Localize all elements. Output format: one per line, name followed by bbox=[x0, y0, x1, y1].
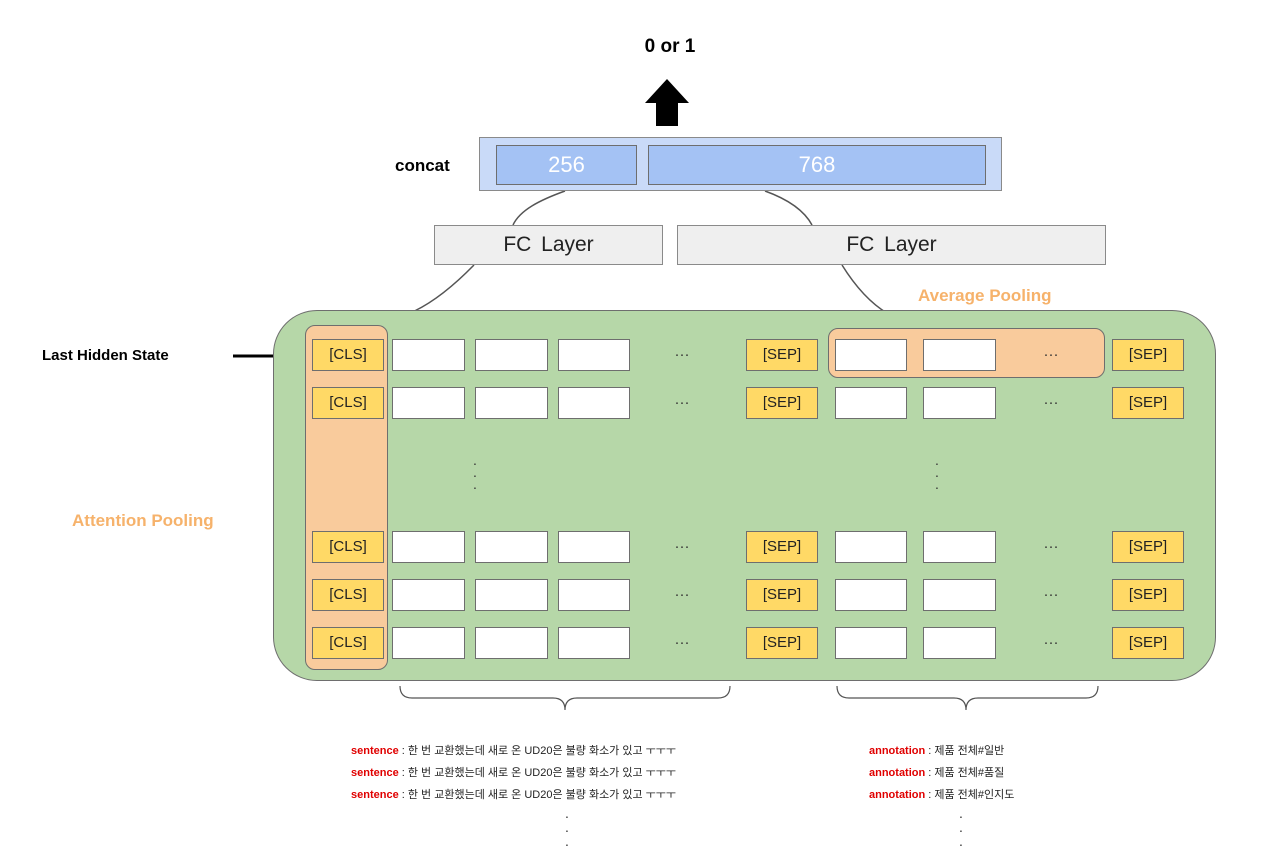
token-embedding bbox=[475, 531, 548, 563]
caption-text: : 한 번 교환했는데 새로 온 UD20은 불량 화소가 있고 ㅜㅜㅜ bbox=[398, 767, 677, 779]
output-arrow bbox=[645, 79, 689, 126]
caption-key: sentence bbox=[351, 789, 399, 801]
token-cls: [CLS] bbox=[312, 387, 384, 419]
token-ellipsis: ··· bbox=[1043, 538, 1059, 555]
token-embedding bbox=[835, 627, 907, 659]
caption-key: annotation bbox=[869, 745, 926, 757]
token-embedding bbox=[923, 627, 996, 659]
brace-sentence bbox=[399, 685, 731, 711]
token-embedding bbox=[392, 579, 465, 611]
token-embedding bbox=[835, 531, 907, 563]
token-embedding bbox=[392, 387, 465, 419]
fc-layer-left: FC Layer bbox=[434, 225, 663, 265]
token-sep: [SEP] bbox=[746, 387, 818, 419]
caption-key: sentence bbox=[351, 767, 399, 779]
caption-key: annotation bbox=[869, 789, 926, 801]
token-embedding bbox=[392, 531, 465, 563]
caption-key: annotation bbox=[869, 767, 926, 779]
attention-pooling-column bbox=[305, 325, 388, 670]
token-embedding bbox=[923, 579, 996, 611]
token-sep: [SEP] bbox=[746, 627, 818, 659]
token-ellipsis: ··· bbox=[674, 634, 690, 651]
token-sep: [SEP] bbox=[1112, 579, 1184, 611]
token-cls: [CLS] bbox=[312, 531, 384, 563]
token-cls: [CLS] bbox=[312, 339, 384, 371]
token-sep: [SEP] bbox=[746, 579, 818, 611]
connector-concat-right bbox=[764, 190, 813, 226]
caption-line: annotation : 제품 전체#품질 bbox=[869, 764, 1004, 780]
caption-text: : 제품 전체#일반 bbox=[925, 745, 1005, 757]
token-embedding bbox=[558, 531, 630, 563]
caption-continuation-dots: ... bbox=[959, 805, 963, 849]
token-embedding bbox=[923, 339, 996, 371]
token-embedding bbox=[475, 339, 548, 371]
rows-continuation-dots: ... bbox=[935, 452, 939, 492]
caption-line: sentence : 한 번 교환했는데 새로 온 UD20은 불량 화소가 있… bbox=[351, 742, 676, 758]
token-ellipsis: ··· bbox=[1043, 394, 1059, 411]
token-embedding bbox=[475, 627, 548, 659]
token-ellipsis: ··· bbox=[1043, 586, 1059, 603]
average-pooling-label: Average Pooling bbox=[918, 286, 1052, 305]
token-ellipsis: ··· bbox=[1043, 634, 1059, 651]
token-embedding bbox=[923, 387, 996, 419]
caption-text: : 한 번 교환했는데 새로 온 UD20은 불량 화소가 있고 ㅜㅜㅜ bbox=[398, 745, 677, 757]
token-embedding bbox=[835, 339, 907, 371]
token-sep: [SEP] bbox=[1112, 627, 1184, 659]
brace-annotation bbox=[836, 685, 1099, 711]
last-hidden-state-label: Last Hidden State bbox=[42, 347, 169, 364]
token-ellipsis: ··· bbox=[674, 538, 690, 555]
concat-cell-256: 256 bbox=[496, 145, 637, 185]
token-embedding bbox=[558, 579, 630, 611]
token-embedding bbox=[558, 339, 630, 371]
caption-line: sentence : 한 번 교환했는데 새로 온 UD20은 불량 화소가 있… bbox=[351, 786, 676, 802]
fc-layer-right: FC Layer bbox=[677, 225, 1106, 265]
token-ellipsis: ··· bbox=[674, 394, 690, 411]
caption-line: annotation : 제품 전체#일반 bbox=[869, 742, 1004, 758]
caption-text: : 한 번 교환했는데 새로 온 UD20은 불량 화소가 있고 ㅜㅜㅜ bbox=[398, 789, 677, 801]
token-ellipsis: ··· bbox=[1043, 346, 1059, 363]
caption-key: sentence bbox=[351, 745, 399, 757]
caption-text: : 제품 전체#인지도 bbox=[925, 789, 1015, 801]
caption-line: sentence : 한 번 교환했는데 새로 온 UD20은 불량 화소가 있… bbox=[351, 764, 676, 780]
token-embedding bbox=[392, 339, 465, 371]
token-sep: [SEP] bbox=[1112, 387, 1184, 419]
token-sep: [SEP] bbox=[746, 531, 818, 563]
concat-label: concat bbox=[395, 156, 450, 175]
connector-concat-left bbox=[512, 190, 566, 226]
token-sep: [SEP] bbox=[1112, 339, 1184, 371]
token-cls: [CLS] bbox=[312, 627, 384, 659]
token-embedding bbox=[835, 387, 907, 419]
caption-text: : 제품 전체#품질 bbox=[925, 767, 1005, 779]
concat-cell-768: 768 bbox=[648, 145, 986, 185]
caption-line: annotation : 제품 전체#인지도 bbox=[869, 786, 1014, 802]
output-label: 0 or 1 bbox=[644, 36, 696, 57]
token-embedding bbox=[558, 387, 630, 419]
attention-pooling-label: Attention Pooling bbox=[72, 511, 214, 530]
caption-continuation-dots: ... bbox=[565, 805, 569, 849]
token-ellipsis: ··· bbox=[674, 586, 690, 603]
rows-continuation-dots: ... bbox=[473, 452, 477, 492]
token-embedding bbox=[475, 387, 548, 419]
token-sep: [SEP] bbox=[1112, 531, 1184, 563]
token-embedding bbox=[835, 579, 907, 611]
token-sep: [SEP] bbox=[746, 339, 818, 371]
token-embedding bbox=[558, 627, 630, 659]
token-embedding bbox=[923, 531, 996, 563]
token-ellipsis: ··· bbox=[674, 346, 690, 363]
token-embedding bbox=[392, 627, 465, 659]
token-cls: [CLS] bbox=[312, 579, 384, 611]
token-embedding bbox=[475, 579, 548, 611]
